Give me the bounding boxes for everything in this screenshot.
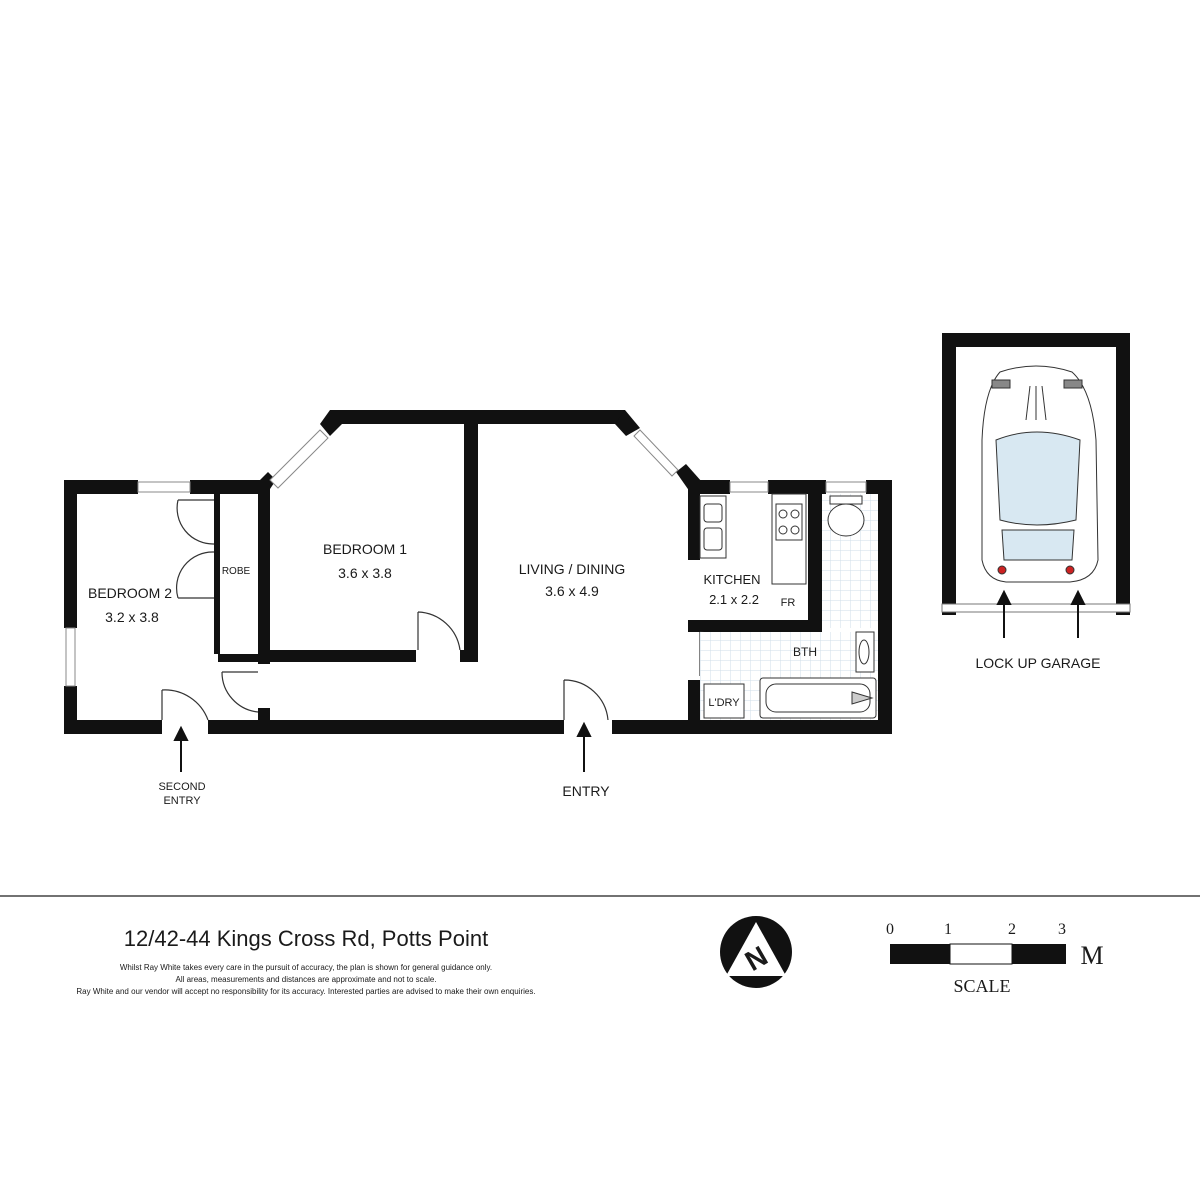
laundry-label: L'DRY <box>708 697 740 709</box>
scale-label: SCALE <box>953 976 1010 996</box>
living-size: 3.6 x 4.9 <box>545 583 599 599</box>
main-entry-arrow <box>576 721 592 772</box>
bedroom1-size: 3.6 x 3.8 <box>338 565 392 581</box>
interior-walls <box>218 422 822 734</box>
kitchen-sink <box>699 495 727 559</box>
bedroom2-label: BEDROOM 2 <box>88 585 172 601</box>
bedroom1-label: BEDROOM 1 <box>323 541 407 557</box>
second-entry-label-1: SECOND <box>158 781 205 793</box>
kitchen-label: KITCHEN <box>703 572 760 587</box>
property-address: 12/42-44 Kings Cross Rd, Potts Point <box>124 926 488 951</box>
scale-tick-3: 3 <box>1058 921 1066 938</box>
second-entry-arrow <box>173 725 189 772</box>
exterior-walls <box>64 410 892 734</box>
disclaimer-line-3: Ray White and our vendor will accept no … <box>76 987 535 996</box>
garage <box>941 333 1131 615</box>
entry-label: ENTRY <box>562 783 610 799</box>
living-label: LIVING / DINING <box>519 561 626 577</box>
scale-unit: M <box>1080 941 1103 970</box>
bedroom2-size: 3.2 x 3.8 <box>105 609 159 625</box>
disclaimer-line-2: All areas, measurements and distances ar… <box>175 975 436 984</box>
garage-arrows <box>996 589 1086 638</box>
disclaimer-line-1: Whilst Ray White takes every care in the… <box>120 963 492 972</box>
doors <box>161 499 741 721</box>
laundry-tub <box>703 683 745 719</box>
kitchen-size: 2.1 x 2.2 <box>709 592 759 607</box>
scale-bar: 0 1 2 3 M SCALE <box>886 921 1104 996</box>
car-icon <box>981 365 1099 583</box>
cooktop <box>771 493 807 585</box>
north-arrow-icon: N <box>720 916 792 988</box>
robe-label: ROBE <box>222 566 251 577</box>
scale-tick-1: 1 <box>944 921 952 938</box>
basin <box>855 631 875 673</box>
garage-label: LOCK UP GARAGE <box>975 655 1100 671</box>
bathtub <box>759 677 877 719</box>
windows <box>65 429 867 687</box>
scale-tick-0: 0 <box>886 921 894 938</box>
robe-cupboard <box>214 494 220 654</box>
bath-label: BTH <box>793 645 817 659</box>
toilet <box>827 495 865 537</box>
fridge-label: FR <box>781 597 796 609</box>
scale-tick-2: 2 <box>1008 921 1016 938</box>
second-entry-label-2: ENTRY <box>163 795 201 807</box>
